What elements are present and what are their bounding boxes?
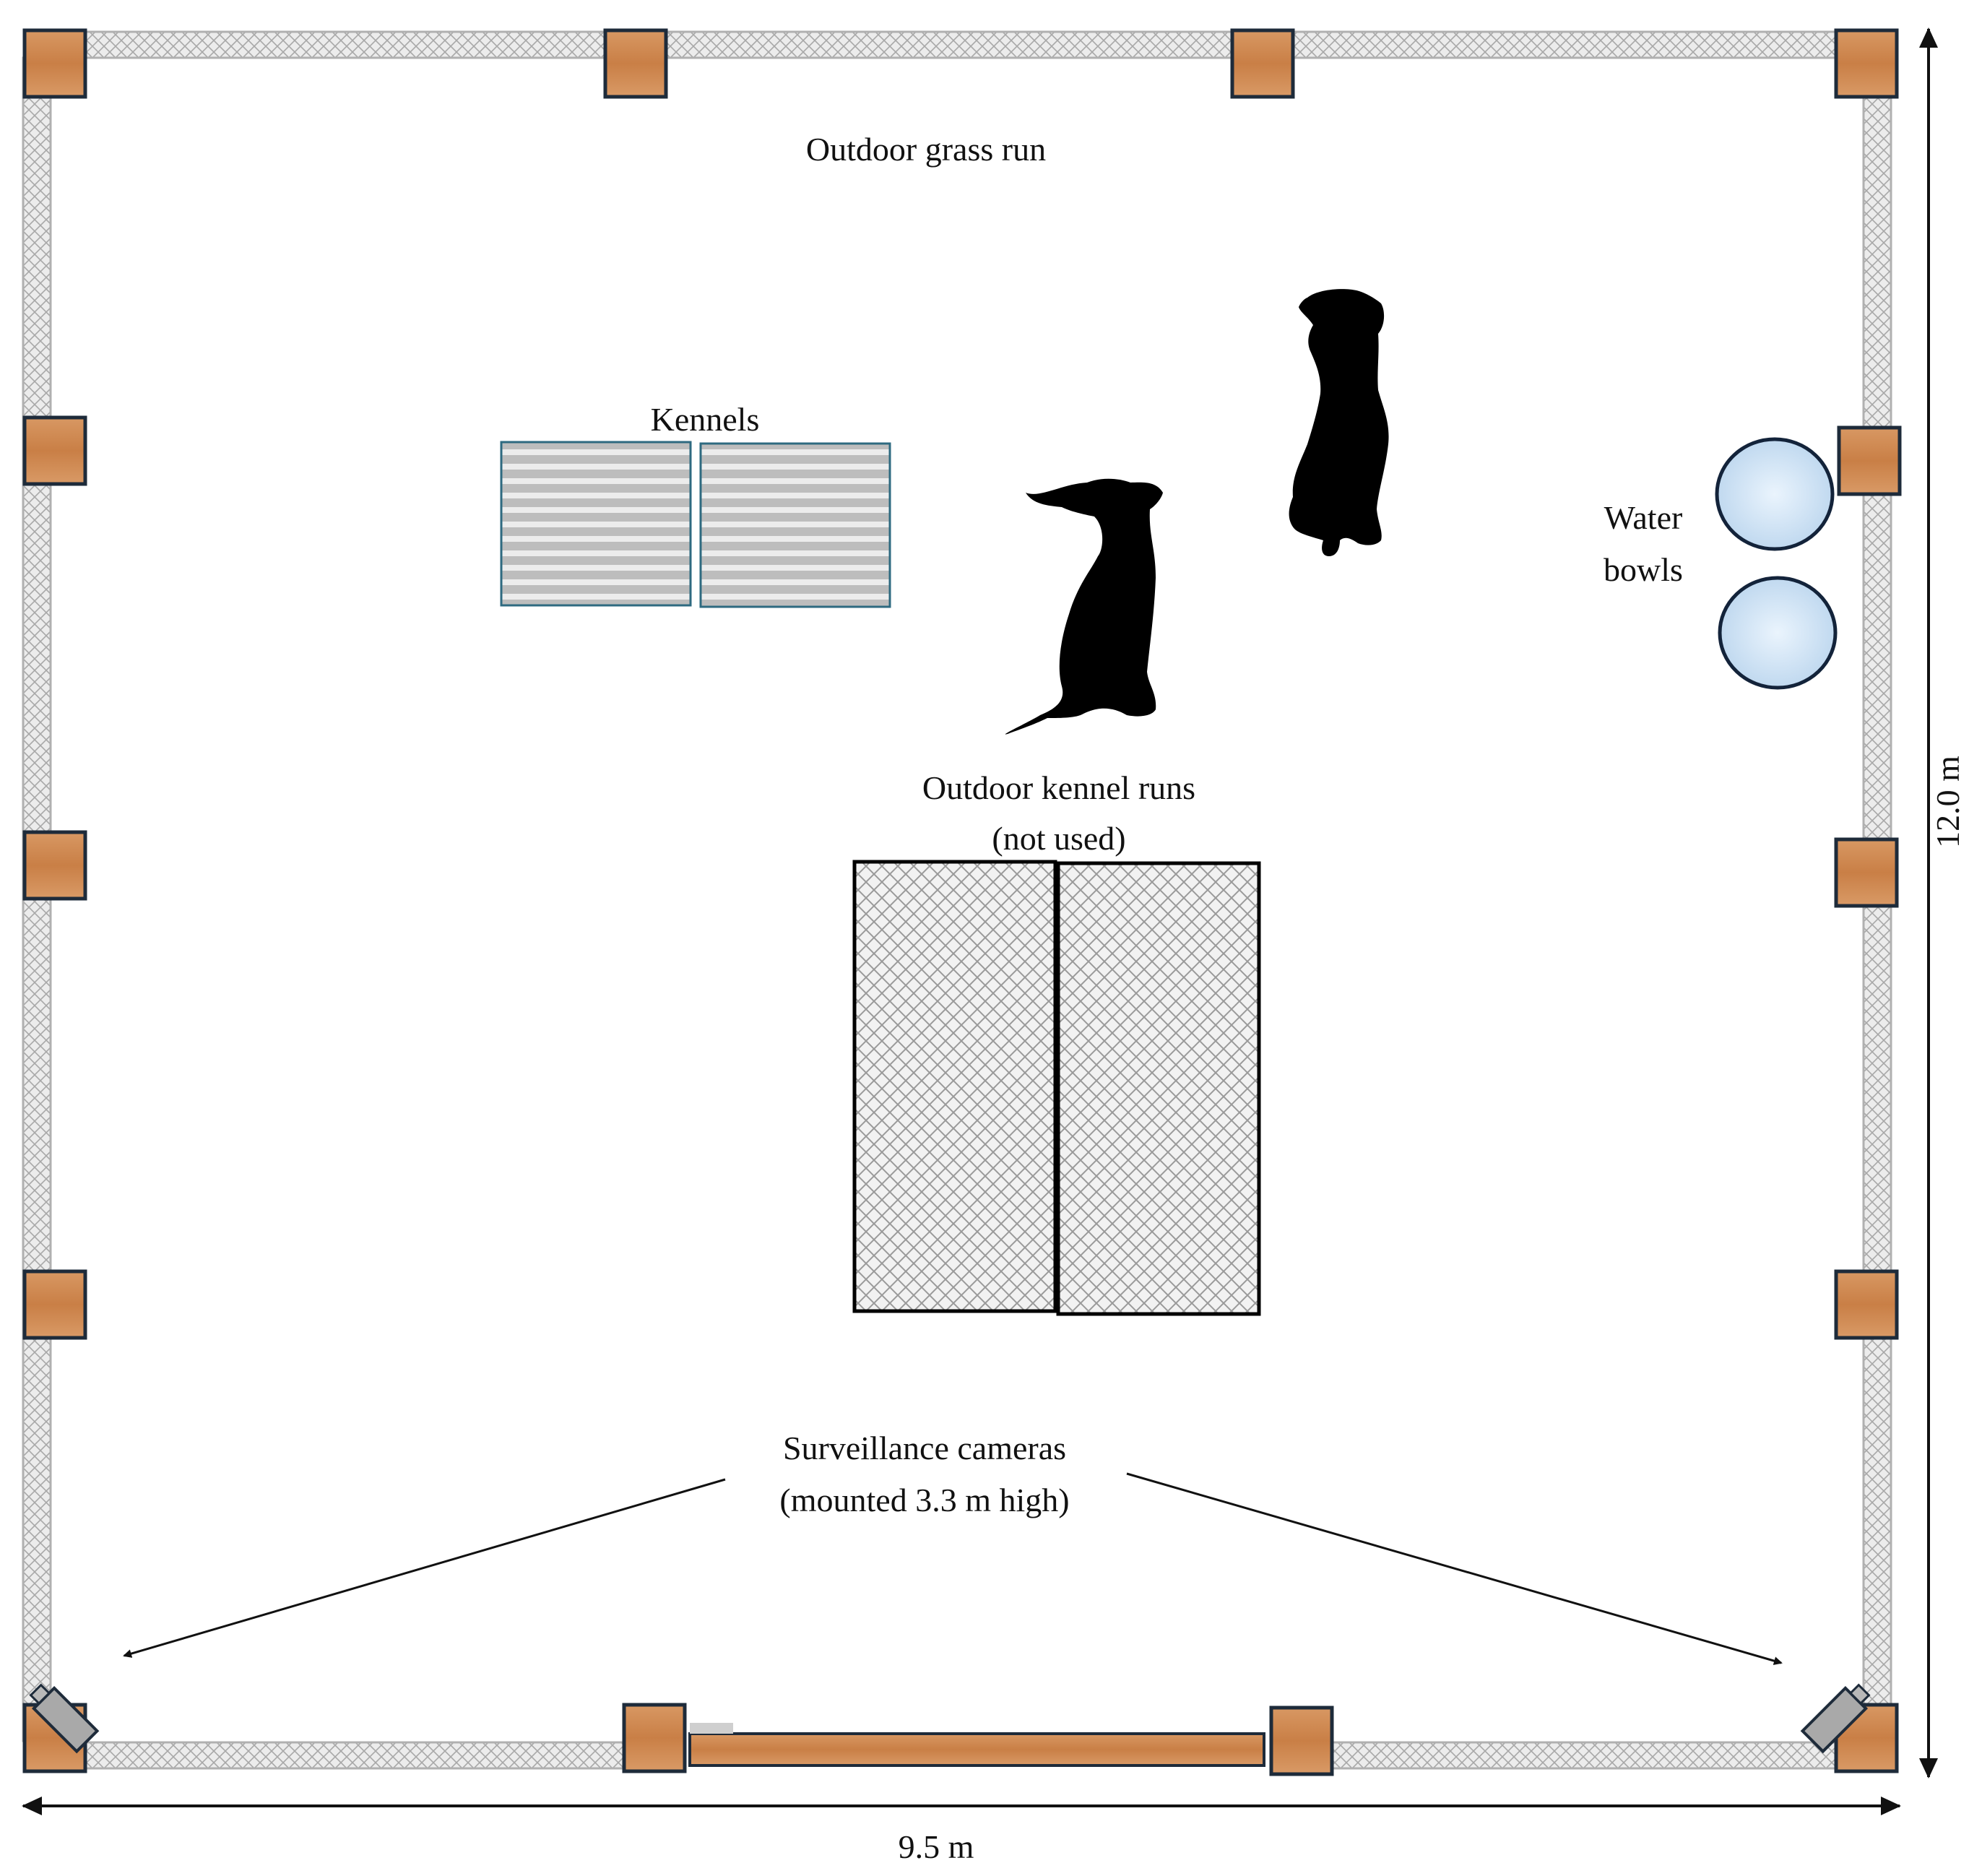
height-dimension-label: 12.0 m	[1929, 756, 1966, 848]
width-dimension-label: 9.5 m	[899, 1828, 974, 1865]
gate-hinge-shadow	[690, 1723, 733, 1734]
camera-pointer-right	[1126, 1472, 1783, 1665]
fence-post	[22, 1269, 87, 1340]
camera-pointer-left	[123, 1478, 726, 1658]
cameras-label-line1: Surveillance cameras	[783, 1430, 1066, 1466]
fence-post	[1834, 28, 1899, 99]
fence-bottom-left	[49, 1741, 630, 1770]
kennel-run	[1056, 861, 1261, 1316]
kennel	[699, 442, 891, 608]
fence-top	[49, 30, 1858, 59]
fence-bottom-right	[1329, 1741, 1838, 1770]
kennel-runs-label-line2: (not used)	[992, 820, 1125, 857]
kennel-run	[852, 860, 1057, 1313]
water-bowls	[1715, 437, 1838, 690]
cameras-label-line2: (mounted 3.3 m high)	[779, 1482, 1069, 1518]
dog-silhouette-icon	[1289, 289, 1389, 556]
water-bowl-icon	[1718, 576, 1838, 690]
fence-post	[22, 415, 87, 486]
kennels	[500, 441, 891, 608]
fence-post	[1834, 1269, 1899, 1340]
fence-post	[1230, 28, 1295, 99]
fence-posts	[22, 28, 1902, 1776]
gate	[688, 1732, 1265, 1767]
fence-post	[622, 1703, 687, 1773]
kennels-label: Kennels	[651, 401, 760, 438]
grass-run-label: Outdoor grass run	[806, 131, 1046, 168]
dog-silhouette-icon	[1005, 478, 1163, 735]
camera-icon	[29, 1683, 100, 1754]
kennel-runs-label-line1: Outdoor kennel runs	[922, 769, 1195, 806]
kennel	[500, 441, 692, 607]
water-bowls-label-line2: bowls	[1604, 551, 1683, 588]
kennel-runs	[852, 860, 1261, 1316]
water-bowls-label-line1: Water	[1604, 499, 1683, 536]
fence-post	[1269, 1706, 1334, 1776]
fence-post	[22, 28, 87, 99]
camera-icon	[1800, 1683, 1871, 1754]
water-bowl-icon	[1715, 437, 1835, 551]
fence-post	[1837, 425, 1902, 496]
fence-post	[22, 830, 87, 901]
fence-post	[603, 28, 668, 99]
fence-post	[1834, 837, 1899, 908]
